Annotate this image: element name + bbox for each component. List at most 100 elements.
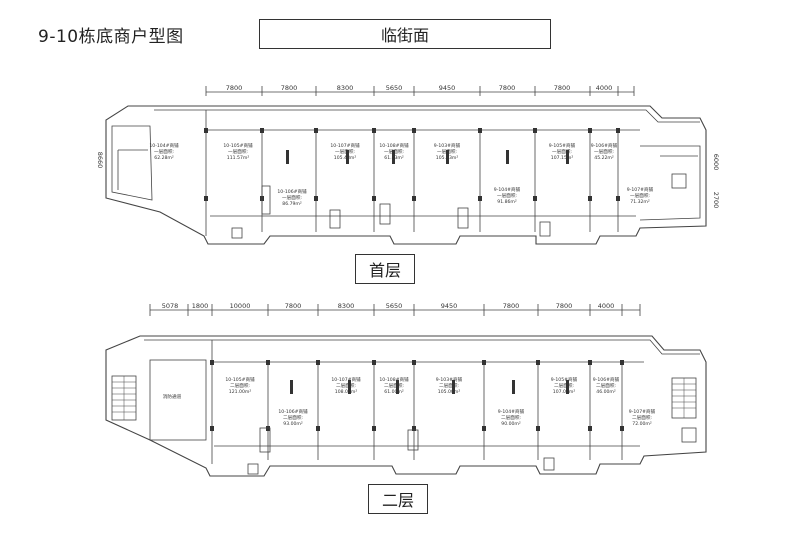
f2-unit-2-name: 10-107#商铺	[331, 376, 361, 383]
f2-dim-7: 7800	[503, 302, 520, 310]
f2-dim-6: 9450	[441, 302, 458, 310]
floor1-left-wing	[111, 125, 153, 201]
f1-dim-4: 9450	[439, 84, 456, 92]
f2-dim-8: 7800	[556, 302, 573, 310]
f1-unit-2-area: 86.79m²	[282, 201, 302, 207]
f1-dim-3: 5650	[386, 84, 403, 92]
f1-unit-7-area: 107.15m²	[551, 155, 574, 161]
f2-unit-0-kind: 二层面积:	[230, 382, 250, 389]
f1-unit-4-kind: 一层面积:	[384, 148, 404, 155]
f1-unit-3-kind: 一层面积:	[335, 148, 355, 155]
f1-unit-1-name: 10-105#商铺	[223, 142, 253, 149]
f1-unit-6-kind: 一层面积:	[497, 192, 517, 199]
floor1-partitions	[205, 110, 640, 236]
f1-side-dim-left: 8660	[96, 152, 104, 169]
f1-unit-4-name: 10-108#商铺	[379, 142, 409, 149]
floor2-dimension-labels: 5078 1800 10000 7800 8300 5650 9450 7800…	[162, 302, 615, 310]
f1-unit-3-name: 10-107#商铺	[330, 142, 360, 149]
f2-dim-3: 7800	[285, 302, 302, 310]
floor1-dimension-ticks	[205, 86, 635, 96]
f1-side-dim-right-bottom: 2700	[712, 192, 720, 209]
floor2-outline	[105, 335, 707, 477]
floor2-dimension-ticks	[149, 304, 641, 316]
floor2-inner-wall	[144, 339, 700, 355]
f1-unit-2-name: 10-106#商铺	[277, 188, 307, 195]
f2-dim-4: 8300	[338, 302, 355, 310]
f1-unit-7-kind: 一层面积:	[552, 148, 572, 155]
floor2-columns	[210, 360, 624, 431]
f1-dim-7: 4000	[596, 84, 613, 92]
f2-dim-5: 5650	[386, 302, 403, 310]
f1-unit-5-name: 9-103#商铺	[434, 142, 461, 149]
f1-unit-0-name: 10-104#商铺	[149, 142, 179, 149]
f2-unit-8-kind: 二层面积:	[632, 414, 652, 421]
f2-unit-4-kind: 二层面积:	[439, 382, 459, 389]
f2-unit-7-kind: 二层面积:	[596, 382, 616, 389]
floor2-unit-labels: 10-105#商铺 二层面积: 121.00m² 10-106#商铺 二层面积:…	[225, 376, 655, 427]
f2-unit-0-name: 10-105#商铺	[225, 376, 255, 383]
floor2-label: 二层	[368, 484, 428, 514]
f1-unit-0-area: 62.28m²	[154, 155, 174, 161]
f1-unit-9-area: 71.32m²	[630, 199, 650, 205]
f2-unit-5-area: 90.00m²	[501, 421, 521, 427]
f1-unit-8-area: 45.22m²	[594, 155, 614, 161]
f2-dim-9: 4000	[598, 302, 615, 310]
f2-unit-4-name: 9-103#商铺	[436, 376, 463, 383]
f2-unit-8-name: 9-107#商铺	[629, 408, 656, 415]
f1-dim-1: 7800	[281, 84, 298, 92]
f1-unit-1-area: 111.57m²	[227, 155, 250, 161]
f1-unit-6-name: 9-104#商铺	[494, 186, 521, 193]
f2-unit-8-area: 72.00m²	[632, 421, 652, 427]
f2-unit-5-kind: 二层面积:	[501, 414, 521, 421]
floor2-partitions	[211, 340, 644, 464]
f1-unit-7-name: 9-105#商铺	[549, 142, 576, 149]
f2-unit-3-name: 10-108#商铺	[379, 376, 409, 383]
f2-unit-6-area: 107.00m²	[553, 389, 576, 395]
floor1-stairs	[231, 185, 551, 239]
f2-unit-2-area: 108.00m²	[335, 389, 358, 395]
floor1-outline	[105, 105, 707, 245]
floor2-stairs	[247, 427, 555, 475]
f2-unit-4-area: 105.00m²	[438, 389, 461, 395]
f2-corridor-label: 消防通道	[163, 393, 182, 400]
f1-unit-8-kind: 一层面积:	[594, 148, 614, 155]
f1-unit-5-kind: 一层面积:	[437, 148, 457, 155]
floor1-label: 首层	[355, 254, 415, 284]
f1-dim-2: 8300	[337, 84, 354, 92]
f1-unit-1-kind: 一层面积:	[228, 148, 248, 155]
f1-unit-0-kind: 一层面积:	[154, 148, 174, 155]
floor1-right-wing	[639, 145, 701, 221]
f2-dim-1: 1800	[192, 302, 209, 310]
f1-side-dim-right-top: 6000	[712, 154, 720, 171]
f2-unit-3-kind: 二层面积:	[384, 382, 404, 389]
f2-unit-0-area: 121.00m²	[229, 389, 252, 395]
f1-unit-3-area: 105.43m²	[334, 155, 357, 161]
f1-unit-6-area: 91.86m²	[497, 199, 517, 205]
f1-dim-6: 7800	[554, 84, 571, 92]
f2-unit-7-area: 46.00m²	[596, 389, 616, 395]
floor1-unit-labels: 10-104#商铺 一层面积: 62.28m² 10-105#商铺 一层面积: …	[149, 142, 653, 207]
f1-unit-8-name: 9-106#商铺	[591, 142, 618, 149]
f2-dim-2: 10000	[230, 302, 251, 310]
floor1-inner-wall	[154, 109, 700, 123]
f2-unit-6-kind: 二层面积:	[554, 382, 574, 389]
street-facing-label: 临街面	[259, 19, 551, 49]
f1-unit-5-area: 105.03m²	[436, 155, 459, 161]
f2-unit-2-kind: 二层面积:	[336, 382, 356, 389]
f2-unit-1-name: 10-106#商铺	[278, 408, 308, 415]
f2-unit-1-kind: 二层面积:	[283, 414, 303, 421]
floor1-dimension-labels: 7800 7800 8300 5650 9450 7800 7800 4000	[226, 84, 613, 92]
f2-unit-5-name: 9-104#商铺	[498, 408, 525, 415]
f2-unit-6-name: 9-105#商铺	[551, 376, 578, 383]
page-title: 9-10栋底商户型图	[38, 27, 184, 47]
f1-dim-5: 7800	[499, 84, 516, 92]
f1-unit-9-kind: 一层面积:	[630, 192, 650, 199]
f1-unit-4-area: 61.43m²	[384, 155, 404, 161]
f1-unit-9-name: 9-107#商铺	[627, 186, 654, 193]
floor1-columns	[204, 128, 620, 201]
f1-unit-2-kind: 一层面积:	[282, 194, 302, 201]
f1-dim-0: 7800	[226, 84, 243, 92]
f2-unit-1-area: 93.00m²	[283, 421, 303, 427]
f2-dim-0: 5078	[162, 302, 179, 310]
